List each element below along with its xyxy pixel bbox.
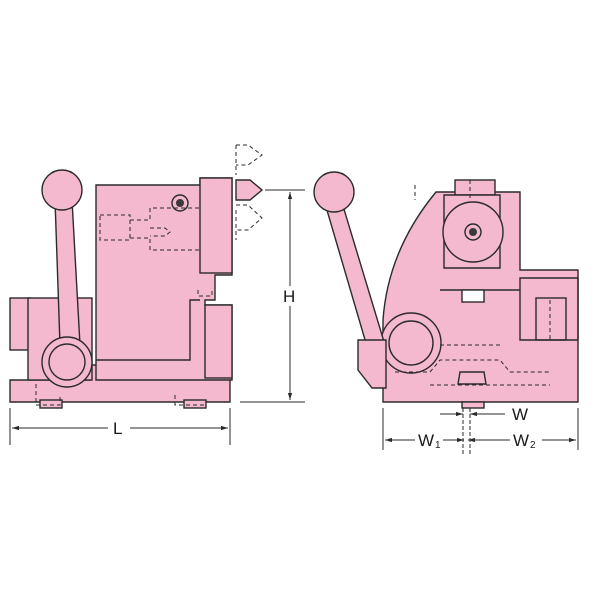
side-lever-arm — [323, 195, 386, 351]
lever-pivot-inner — [48, 343, 86, 381]
front-foot-right — [183, 399, 207, 409]
center-point-icon — [235, 179, 264, 201]
label-W1-sub: 1 — [435, 440, 441, 451]
front-foot-left — [39, 399, 63, 409]
label-H: H — [283, 287, 295, 306]
side-foot — [461, 401, 485, 409]
dimension-labels: L H W W 1 W 2 — [108, 286, 542, 451]
side-lever-clamp — [357, 339, 387, 389]
front-hidden-lines — [35, 144, 263, 406]
side-small-window — [461, 289, 485, 303]
side-view — [313, 171, 579, 409]
label-W: W — [512, 405, 528, 424]
front-left-block — [9, 297, 31, 351]
label-W1: W — [418, 431, 434, 450]
front-right-column — [204, 304, 233, 379]
label-W2-sub: 2 — [530, 440, 536, 451]
front-spindle-housing — [199, 177, 233, 274]
side-hidden-lines — [395, 180, 551, 386]
front-view — [9, 169, 264, 409]
lever-arm — [54, 199, 81, 346]
side-top-cap — [454, 179, 496, 196]
side-right-block — [519, 277, 579, 341]
lever-knob-icon — [41, 169, 83, 211]
label-L: L — [113, 419, 122, 438]
side-right-slot — [535, 297, 567, 341]
side-bottom-nut — [457, 371, 487, 385]
side-lever-knob-icon — [313, 171, 355, 213]
side-pivot-inner — [388, 320, 434, 366]
front-recess — [96, 299, 200, 361]
label-W2: W — [513, 431, 529, 450]
